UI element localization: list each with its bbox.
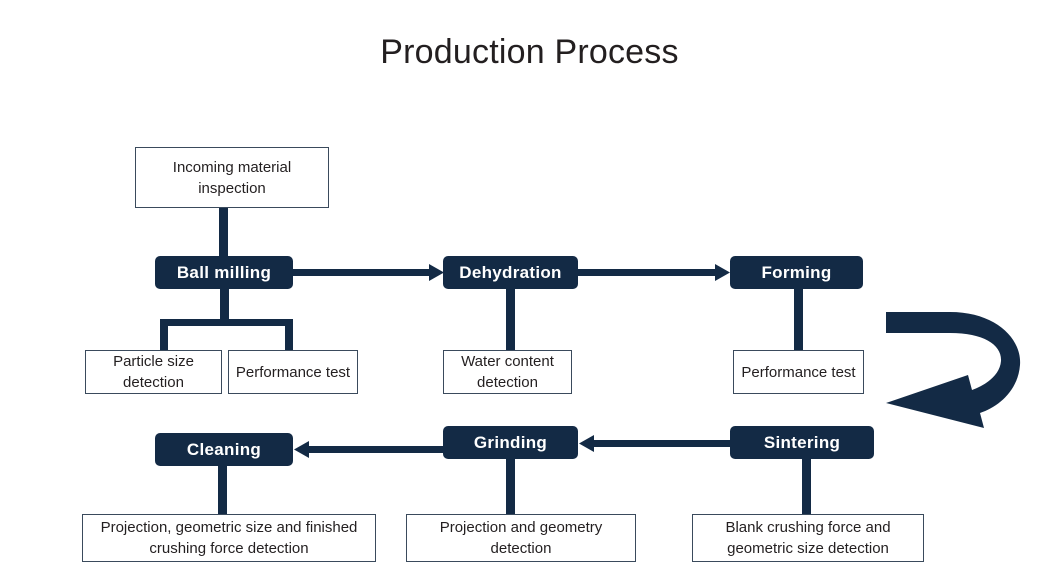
connector-ball-milling-branch-left (160, 319, 168, 350)
box-projection-and-geometry-detection: Projection and geometry detection (406, 514, 636, 562)
box-finished-crushing-force-detection: Projection, geometric size and finished … (82, 514, 376, 562)
page-title: Production Process (380, 33, 679, 71)
connector-cleaning-to-detection (218, 466, 227, 515)
box-water-content-detection: Water content detection (443, 350, 572, 394)
box-blank-crushing-force-detection: Blank crushing force and geometric size … (692, 514, 924, 562)
connector-grinding-to-detection (506, 459, 515, 515)
connector-ball-milling-stem (220, 289, 229, 323)
box-forming: Forming (730, 256, 863, 289)
arrow-sintering-to-grinding (579, 435, 731, 452)
connector-sintering-to-detection (802, 459, 811, 515)
box-grinding: Grinding (443, 426, 578, 459)
arrow-dehydration-to-forming (578, 264, 730, 281)
box-performance-test-forming: Performance test (733, 350, 864, 394)
box-ball-milling: Ball milling (155, 256, 293, 289)
arrow-wrap-forming-to-sintering (886, 312, 1021, 428)
connector-incoming-to-ball-milling (219, 208, 228, 258)
box-sintering: Sintering (730, 426, 874, 459)
box-performance-test-ball-milling: Performance test (228, 350, 358, 394)
box-particle-size-detection: Particle size detection (85, 350, 222, 394)
connector-dehydration-to-water-content (506, 289, 515, 351)
arrow-grinding-to-cleaning (294, 441, 445, 458)
arrow-ball-milling-to-dehydration (293, 264, 444, 281)
connector-forming-to-performance-test (794, 289, 803, 351)
connector-ball-milling-branch-right (285, 319, 293, 350)
connector-ball-milling-branch-bar (160, 319, 293, 326)
box-cleaning: Cleaning (155, 433, 293, 466)
box-dehydration: Dehydration (443, 256, 578, 289)
box-incoming-material-inspection: Incoming material inspection (135, 147, 329, 208)
